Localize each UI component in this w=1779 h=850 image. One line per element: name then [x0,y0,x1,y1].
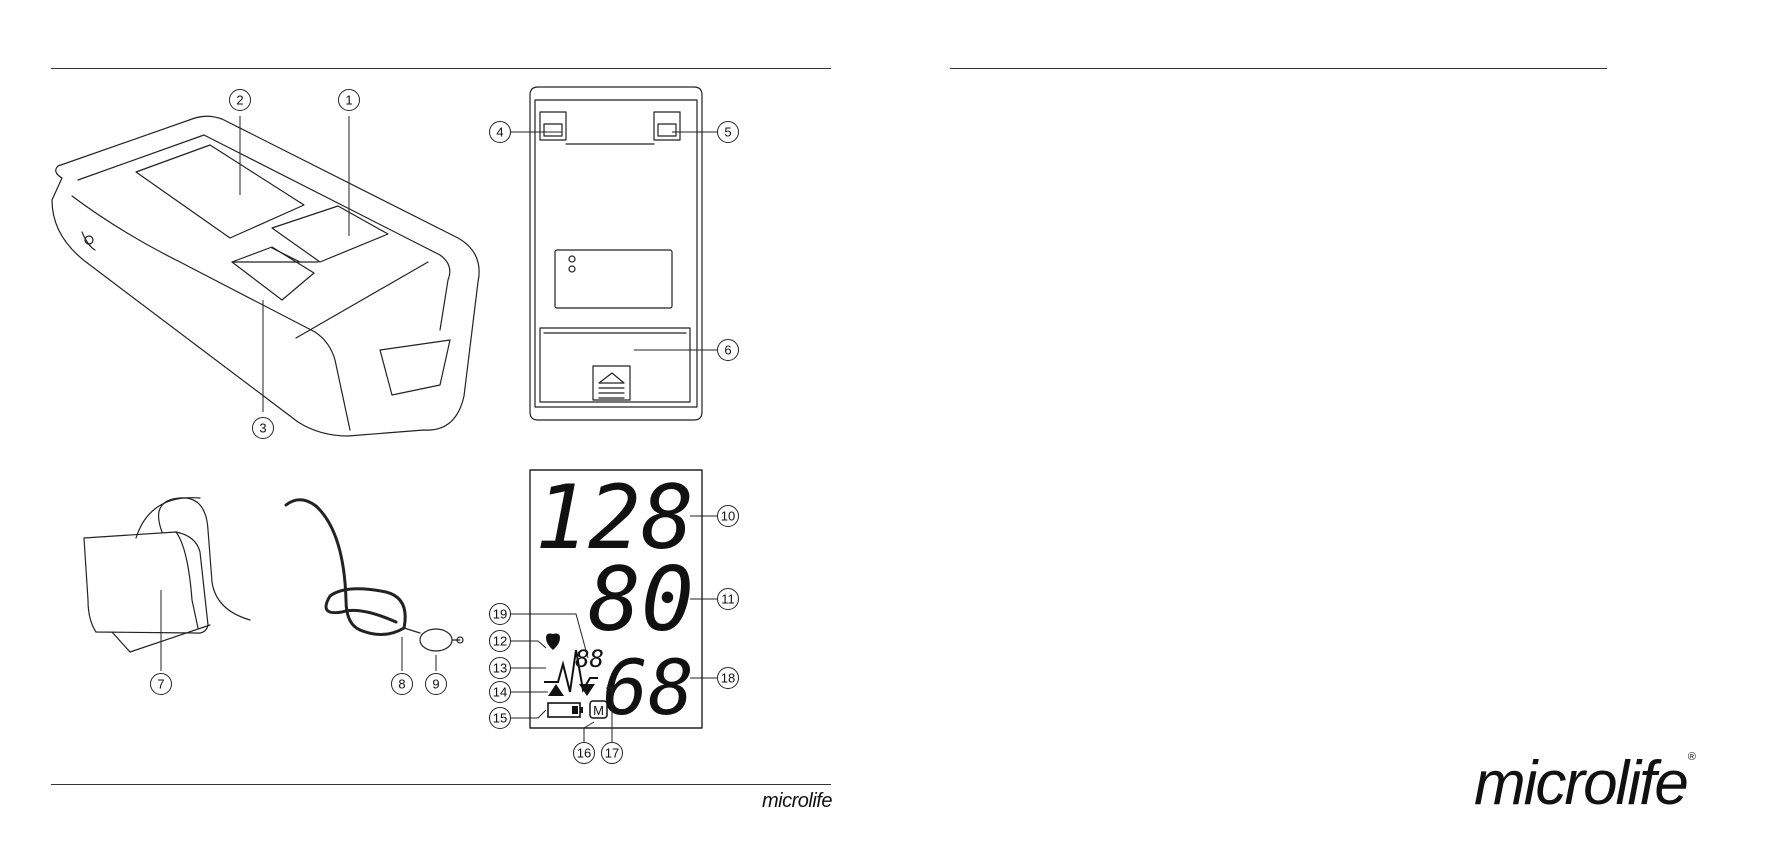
arrow-up-icon [548,684,564,696]
callout-17: 17 [602,743,623,764]
callout-8: 8 [392,674,413,695]
bulb-and-tube-illustration [286,500,463,651]
lcd-pulse-value: 68 [602,643,694,732]
callout-5: 5 [718,122,739,143]
svg-text:12: 12 [493,634,507,649]
svg-text:18: 18 [721,671,735,686]
svg-text:19: 19 [493,607,507,622]
lcd-diastolic-value: 80 [588,548,694,651]
battery-icon [548,703,583,717]
right-page [880,0,1779,850]
registered-mark: ® [1688,751,1696,763]
heart-icon [546,634,560,651]
callout-6: 6 [718,340,739,361]
cuff-illustration [84,498,250,652]
callout-4: 4 [490,122,511,143]
callout-16: 16 [574,743,595,764]
memory-icon-letter: M [593,703,604,718]
lcd-display-contents: 128 80 68 88 M [535,466,694,732]
callout-11: 11 [718,589,739,610]
svg-text:7: 7 [157,677,164,692]
callout-9: 9 [426,674,447,695]
svg-text:6: 6 [724,343,731,358]
svg-text:11: 11 [721,592,735,607]
callout-3: 3 [253,418,274,439]
svg-text:8: 8 [398,677,405,692]
callout-10: 10 [718,506,739,527]
callout-15: 15 [490,708,511,729]
callout-19: 19 [490,604,511,625]
footer-logo: microlife [762,790,832,813]
monitor-front-illustration [52,116,479,436]
callout-13: 13 [490,658,511,679]
callout-2: 2 [230,90,251,111]
arrow-down-icon [579,684,595,696]
top-rule-right [950,68,1607,69]
svg-text:10: 10 [721,509,735,524]
svg-text:13: 13 [493,661,507,676]
svg-text:2: 2 [236,93,243,108]
svg-text:4: 4 [496,125,503,140]
callout-12: 12 [490,631,511,652]
svg-text:17: 17 [605,746,619,761]
svg-text:15: 15 [493,711,507,726]
device-figure: 128 80 68 88 M [0,0,880,850]
brand-logo-text: microlife [1474,749,1687,818]
callout-18: 18 [718,668,739,689]
callout-14: 14 [490,682,511,703]
monitor-back-illustration [530,87,702,420]
callout-7: 7 [151,674,172,695]
callout-1: 1 [339,90,360,111]
brand-logo: microlife® [1474,748,1696,819]
svg-text:16: 16 [577,746,591,761]
svg-text:1: 1 [345,93,352,108]
svg-text:9: 9 [432,677,439,692]
svg-text:14: 14 [493,685,507,700]
svg-text:5: 5 [724,125,731,140]
svg-text:3: 3 [259,421,266,436]
